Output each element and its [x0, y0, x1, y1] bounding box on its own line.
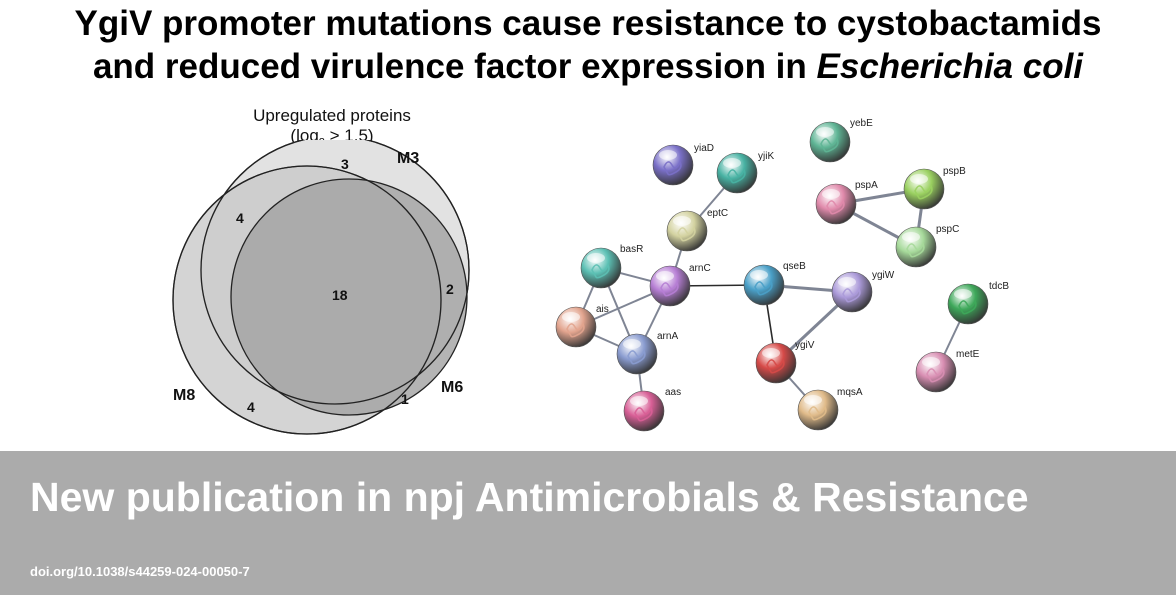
node-metE[interactable]: metE [915, 349, 980, 393]
node-highlight [623, 339, 641, 349]
node-label-yiaD: yiaD [694, 143, 714, 154]
node-highlight [922, 357, 940, 367]
node-structure [627, 349, 646, 365]
venn-label-m3: M3 [397, 150, 419, 167]
node-highlight [822, 189, 840, 199]
node-structure [826, 199, 845, 215]
venn-heading-line-1: Upregulated proteins [253, 106, 411, 125]
node-highlight [804, 395, 822, 405]
node-structure [727, 168, 746, 184]
node-eptC[interactable]: eptC [666, 208, 728, 252]
venn-count-m3-m6: 2 [446, 281, 454, 297]
node-label-pspB: pspB [943, 166, 966, 177]
node-highlight [587, 253, 605, 263]
node-arnA[interactable]: arnA [616, 331, 678, 375]
node-structure [906, 242, 925, 258]
node-pspB[interactable]: pspB [903, 166, 966, 210]
node-yebE[interactable]: yebE [809, 118, 873, 163]
venn-label-m8: M8 [173, 387, 195, 404]
node-label-qseB: qseB [783, 261, 806, 272]
node-structure [660, 281, 679, 297]
node-highlight [630, 396, 648, 406]
node-highlight [673, 216, 691, 226]
node-highlight [838, 277, 856, 287]
node-label-pspC: pspC [936, 224, 959, 235]
venn-count-m3-m8: 4 [236, 210, 244, 226]
node-pspA[interactable]: pspA [815, 180, 878, 225]
node-yiaD[interactable]: yiaD [652, 143, 714, 186]
title-line-2: and reduced virulence factor expression … [0, 45, 1176, 88]
venn-outline-m8 [172, 165, 442, 435]
node-highlight [750, 270, 768, 280]
node-mqsA[interactable]: mqsA [797, 387, 863, 431]
node-structure [842, 287, 861, 303]
node-label-yjiK: yjiK [758, 151, 774, 162]
node-structure [634, 406, 653, 422]
node-structure [914, 184, 933, 200]
node-ygiV[interactable]: ygiV [755, 340, 815, 384]
node-label-arnC: arnC [689, 263, 711, 274]
node-highlight [902, 232, 920, 242]
node-highlight [954, 289, 972, 299]
venn-count-all: 18 [332, 287, 348, 303]
title-line-1: YgiV promoter mutations cause resistance… [74, 4, 1102, 43]
node-structure [820, 137, 839, 153]
node-pspC[interactable]: pspC [895, 224, 959, 268]
node-tdcB[interactable]: tdcB [947, 281, 1009, 325]
node-qseB[interactable]: qseB [743, 261, 806, 306]
node-structure [754, 280, 773, 296]
publication-banner [0, 451, 1176, 595]
venn-label-m6: M6 [441, 379, 463, 396]
network-nodes: yiaD yjiK yebE pspA pspB pspC eptC basR arnC qseB… [555, 118, 1009, 432]
node-structure [591, 263, 610, 279]
venn-outline-m3 [200, 140, 470, 405]
node-highlight [656, 271, 674, 281]
node-label-yebE: yebE [850, 118, 873, 129]
node-label-metE: metE [956, 349, 980, 360]
venn-diagram: M3 M8 M6 3 4 18 2 4 1 [172, 140, 470, 435]
node-highlight [659, 150, 677, 160]
venn-count-m8-only: 4 [247, 399, 255, 415]
node-label-arnA: arnA [657, 331, 678, 342]
banner-title: New publication in npj Antimicrobials & … [30, 474, 1029, 520]
node-arnC[interactable]: arnC [649, 263, 711, 307]
node-structure [566, 322, 585, 338]
node-label-ygiW: ygiW [872, 270, 895, 281]
node-ygiW[interactable]: ygiW [831, 270, 895, 313]
venn-circle-m6 [230, 178, 468, 416]
node-ais[interactable]: ais [555, 304, 609, 348]
title-line-2-text: and reduced virulence factor expression … [92, 47, 817, 86]
node-structure [926, 367, 945, 383]
doi-link[interactable]: doi.org/10.1038/s44259-024-00050-7 [30, 564, 250, 579]
node-highlight [723, 158, 741, 168]
node-label-basR: basR [620, 244, 643, 255]
node-structure [958, 299, 977, 315]
node-structure [663, 160, 682, 176]
node-label-eptC: eptC [707, 208, 728, 219]
venn-count-m8-m6: 1 [401, 391, 409, 407]
node-highlight [910, 174, 928, 184]
node-basR[interactable]: basR [580, 244, 643, 289]
node-highlight [762, 348, 780, 358]
node-label-tdcB: tdcB [989, 281, 1009, 292]
title-species: Escherichia coli [816, 47, 1084, 86]
node-highlight [562, 312, 580, 322]
protein-network: yiaD yjiK yebE pspA pspB pspC eptC basR arnC qseB… [555, 118, 1009, 432]
node-label-ygiV: ygiV [795, 340, 815, 351]
node-yjiK[interactable]: yjiK [716, 151, 774, 194]
venn-count-m3-only: 3 [341, 156, 349, 172]
node-structure [766, 358, 785, 374]
node-highlight [816, 127, 834, 137]
node-label-ais: ais [596, 304, 609, 315]
node-aas[interactable]: aas [623, 387, 681, 432]
node-structure [677, 226, 696, 242]
node-label-mqsA: mqsA [837, 387, 863, 398]
node-label-pspA: pspA [855, 180, 878, 191]
node-structure [808, 405, 827, 421]
poster-title: YgiV promoter mutations cause resistance… [0, 2, 1176, 88]
node-label-aas: aas [665, 387, 681, 398]
